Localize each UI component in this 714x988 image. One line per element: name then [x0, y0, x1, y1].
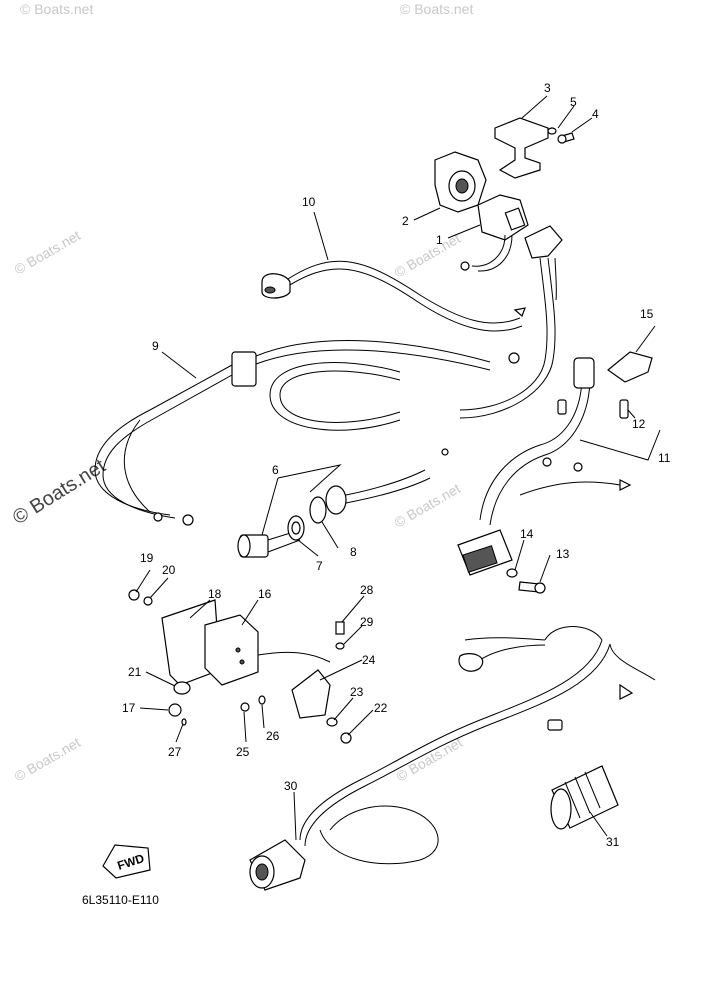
callout-31[interactable]: 31 — [606, 835, 620, 849]
leader-lines — [135, 95, 661, 841]
callout-5[interactable]: 5 — [570, 95, 577, 109]
part-27-washer — [181, 718, 187, 726]
callout-12[interactable]: 12 — [632, 417, 646, 431]
watermark-top-left: © Boats.net — [20, 1, 93, 17]
part-3-bracket — [494, 117, 549, 179]
callout-30[interactable]: 30 — [284, 779, 298, 793]
part-11-harness — [479, 357, 632, 526]
part-4-bolt — [557, 132, 575, 144]
callout-29[interactable]: 29 — [360, 615, 374, 629]
callout-2[interactable]: 2 — [402, 214, 409, 228]
callout-1[interactable]: 1 — [436, 233, 443, 247]
part-28-bolt — [335, 621, 345, 635]
part-6-switch — [237, 529, 301, 558]
part-24-bracket — [291, 669, 331, 719]
callout-13[interactable]: 13 — [556, 547, 570, 561]
callout-22[interactable]: 22 — [374, 701, 388, 715]
part-12-fuse — [619, 399, 629, 419]
callout-16[interactable]: 16 — [258, 587, 272, 601]
callout-27[interactable]: 27 — [168, 745, 182, 759]
part-regulator — [457, 529, 513, 576]
part-16-module — [204, 614, 331, 686]
part-5-washer — [547, 127, 557, 135]
watermark-top-right: © Boats.net — [400, 1, 473, 17]
callout-20[interactable]: 20 — [162, 563, 176, 577]
callout-labels: 1 2 3 4 5 6 7 8 9 10 11 12 13 14 15 16 1… — [122, 81, 671, 849]
part-8-grommet — [309, 448, 449, 524]
callout-11[interactable]: 11 — [658, 451, 671, 465]
part-26-washer — [258, 695, 266, 705]
callout-28[interactable]: 28 — [360, 583, 374, 597]
part-19-bolt — [128, 589, 140, 601]
part-2-holder — [434, 151, 487, 213]
callout-24[interactable]: 24 — [362, 653, 376, 667]
callout-10[interactable]: 10 — [302, 195, 316, 209]
part-21-grommet — [173, 681, 191, 695]
callout-21[interactable]: 21 — [128, 665, 142, 679]
part-7-nut — [287, 515, 305, 541]
part-15-clamp — [607, 351, 653, 383]
watermark-mid-2: © Boats.net — [392, 480, 464, 531]
part-9-harness — [94, 340, 520, 526]
part-29-washer — [335, 642, 345, 650]
callout-15[interactable]: 15 — [640, 307, 654, 321]
part-17-bolt — [168, 703, 182, 717]
callout-14[interactable]: 14 — [520, 527, 534, 541]
watermark-left-3: © Boats.net — [12, 734, 84, 785]
part-25-bolt — [240, 702, 250, 712]
callout-8[interactable]: 8 — [350, 545, 357, 559]
part-22-bolt — [340, 732, 352, 744]
part-14-washer — [506, 568, 518, 578]
callout-19[interactable]: 19 — [140, 551, 154, 565]
part-20-washer — [143, 596, 153, 606]
fwd-arrow-icon: FWD — [102, 844, 151, 879]
callout-17[interactable]: 17 — [122, 701, 136, 715]
callout-4[interactable]: 4 — [592, 107, 599, 121]
callout-18[interactable]: 18 — [208, 587, 222, 601]
callout-7[interactable]: 7 — [316, 559, 323, 573]
watermark-left-1: © Boats.net — [12, 227, 84, 278]
part-1-relay — [460, 194, 529, 272]
callout-26[interactable]: 26 — [266, 729, 280, 743]
callout-9[interactable]: 9 — [152, 339, 159, 353]
watermark-mid-1: © Boats.net — [392, 230, 464, 281]
part-31-grip — [550, 765, 619, 830]
part-13-bolt — [518, 581, 546, 594]
part-30-main-harness — [249, 626, 656, 891]
part-23-washer — [326, 717, 338, 727]
callout-25[interactable]: 25 — [236, 745, 250, 759]
diagram-code: 6L35110-E110 — [82, 893, 159, 907]
callout-23[interactable]: 23 — [350, 685, 364, 699]
part-10-harness — [261, 225, 563, 419]
watermark-mid-3: © Boats.net — [394, 734, 466, 785]
callout-6[interactable]: 6 — [272, 463, 279, 477]
callout-3[interactable]: 3 — [544, 81, 551, 95]
